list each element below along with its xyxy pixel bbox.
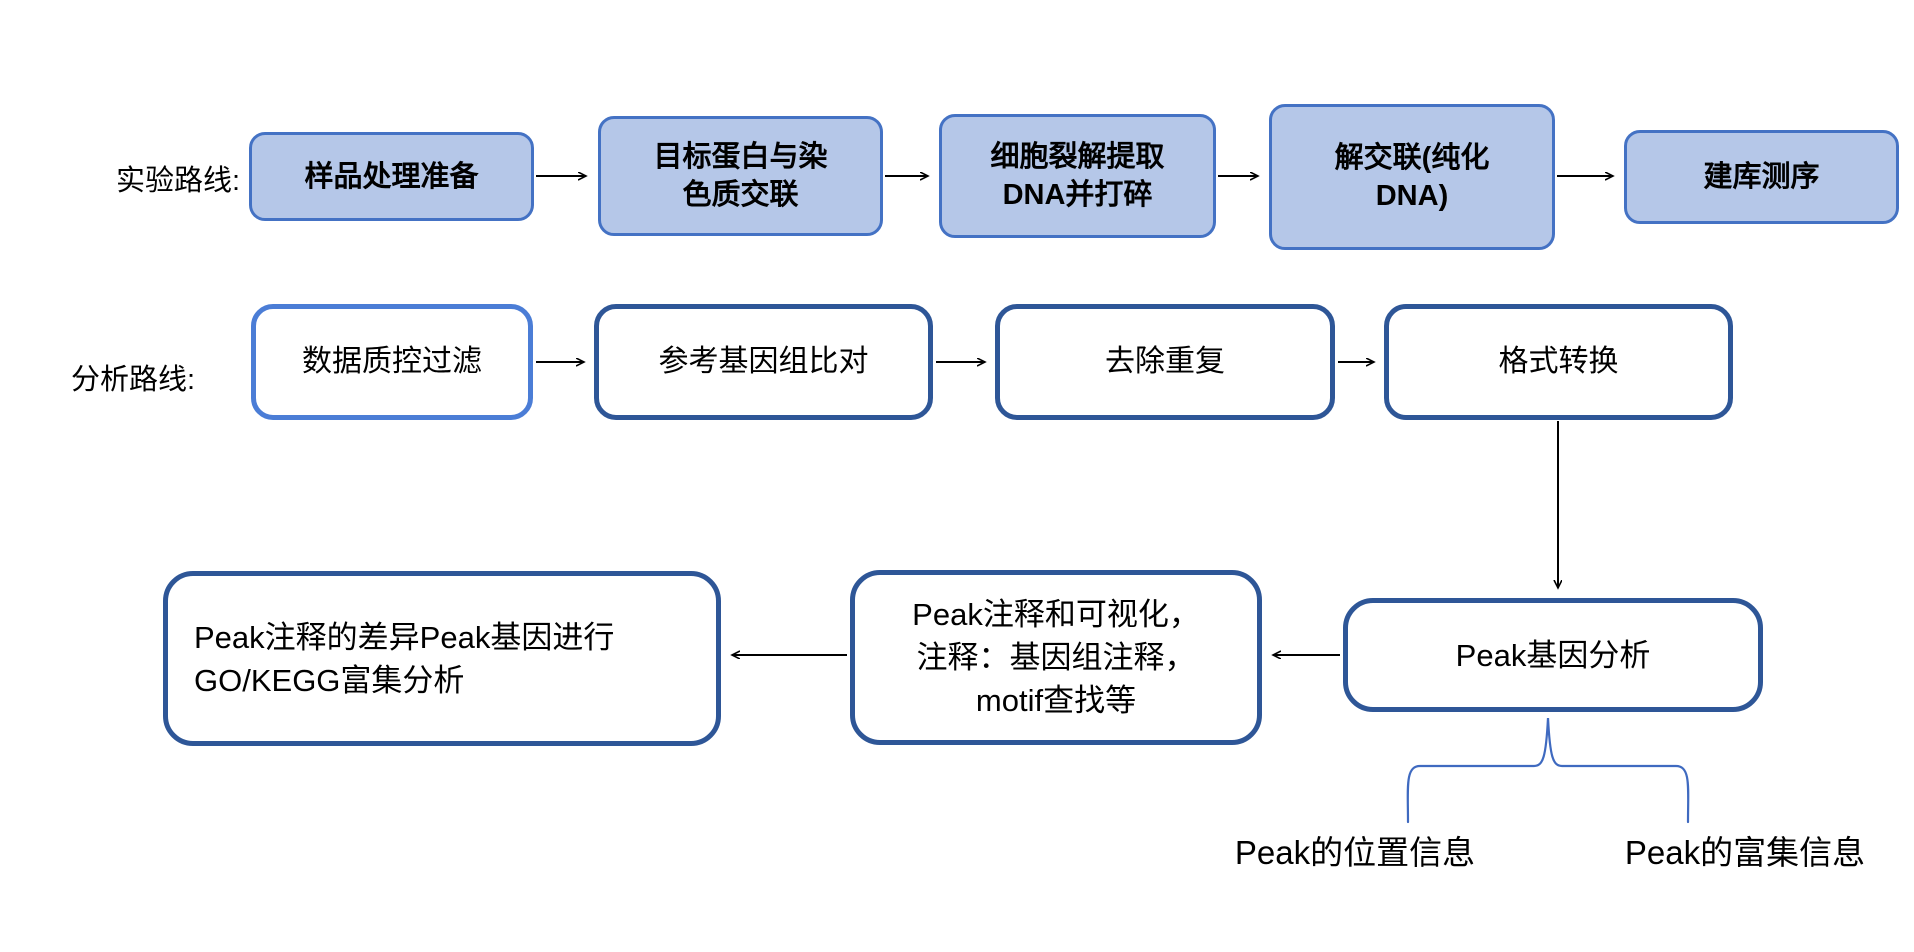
- analysis-track-label: 分析路线:: [70, 364, 195, 396]
- exp-node-sample-prep: 样品处理准备: [249, 132, 534, 221]
- ana-node-genome-align: 参考基因组比对: [594, 304, 933, 420]
- experiment-track-label: 实验路线:: [115, 165, 240, 197]
- peak-enrichment-label: Peak的富集信息: [1624, 834, 1866, 871]
- split-brace-icon: [1406, 717, 1690, 824]
- ana-node-format-convert: 格式转换: [1384, 304, 1733, 420]
- ana-node-dedup: 去除重复: [995, 304, 1335, 420]
- node-peak-gene-analysis: Peak基因分析: [1343, 598, 1763, 712]
- exp-node-lysis-shear: 细胞裂解提取 DNA并打碎: [939, 114, 1216, 238]
- exp-node-crosslink: 目标蛋白与染 色质交联: [598, 116, 883, 236]
- peak-position-label: Peak的位置信息: [1234, 834, 1476, 871]
- ana-node-qc-filter: 数据质控过滤: [251, 304, 533, 420]
- node-go-kegg-enrichment: Peak注释的差异Peak基因进行 GO/KEGG富集分析: [163, 571, 721, 746]
- node-peak-annotation: Peak注释和可视化， 注释：基因组注释， motif查找等: [850, 570, 1262, 745]
- exp-node-decrosslink: 解交联(纯化 DNA): [1269, 104, 1555, 250]
- exp-node-library-seq: 建库测序: [1624, 130, 1899, 224]
